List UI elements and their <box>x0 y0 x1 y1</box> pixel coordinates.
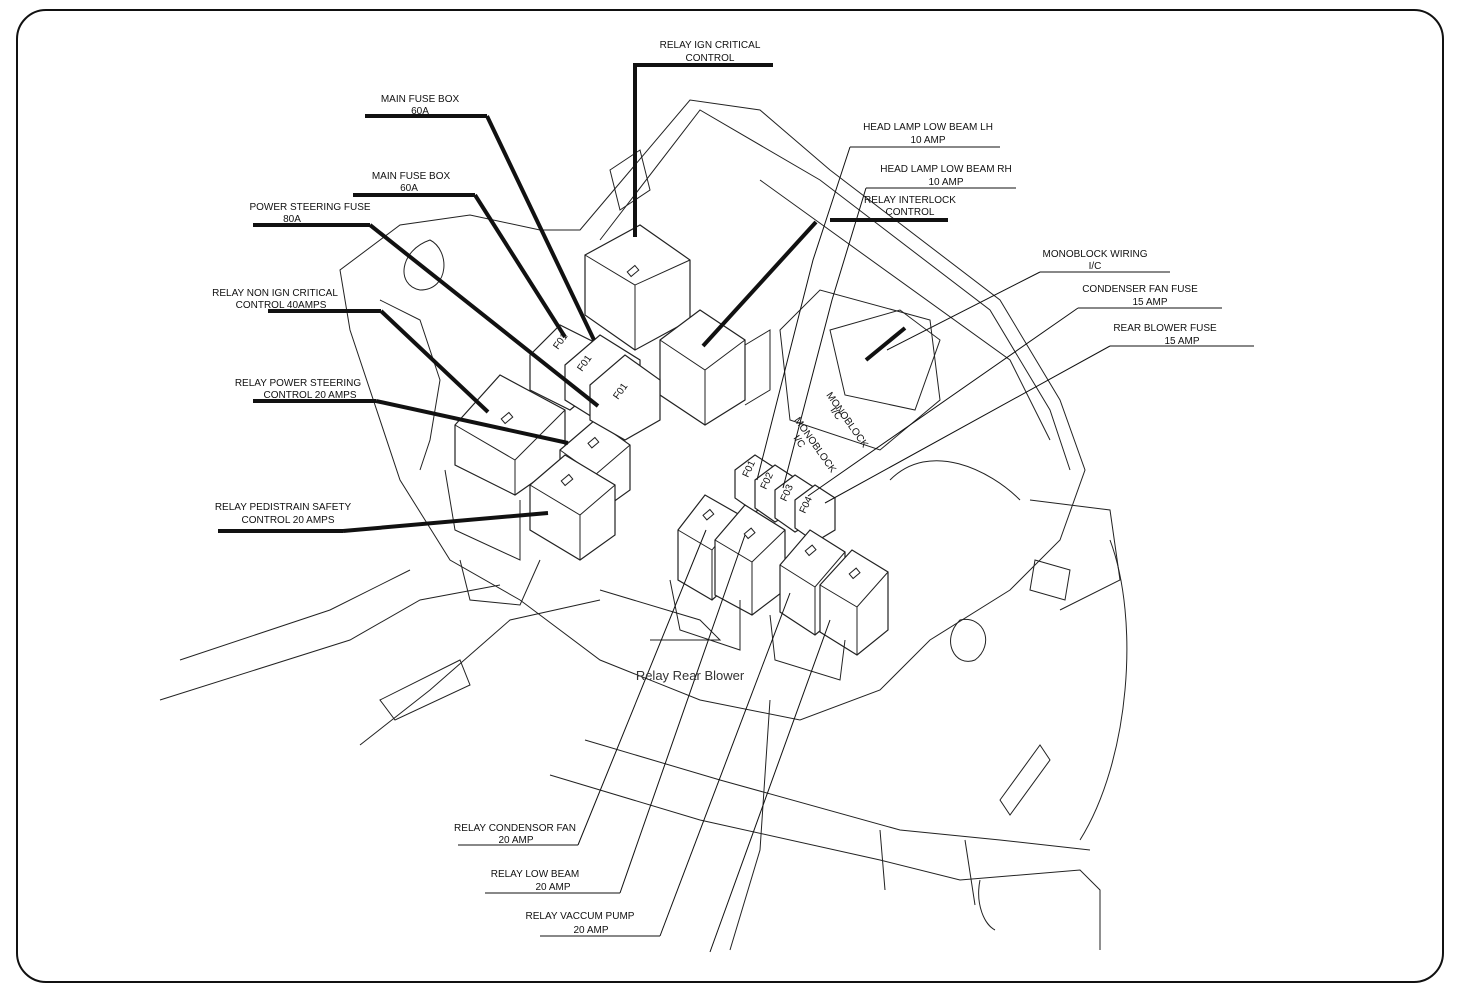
svg-text:60A: 60A <box>400 183 418 194</box>
label-relay-pedistrain: RELAY PEDISTRAIN SAFETY CONTROL 20 AMPS <box>215 502 352 526</box>
label-relay-low-beam: RELAY LOW BEAM 20 AMP <box>491 869 580 893</box>
svg-text:RELAY CONDENSOR FAN: RELAY CONDENSOR FAN <box>454 823 576 834</box>
svg-text:CONTROL 40AMPS: CONTROL 40AMPS <box>236 300 327 311</box>
label-relay-vaccum-pump: RELAY VACCUM PUMP 20 AMP <box>526 911 635 936</box>
label-main-fuse-box-2: MAIN FUSE BOX 60A <box>372 171 451 194</box>
label-relay-ign-critical: RELAY IGN CRITICAL CONTROL <box>660 40 761 64</box>
svg-text:MONOBLOCK WIRING: MONOBLOCK WIRING <box>1042 249 1147 260</box>
svg-text:RELAY IGN CRITICAL: RELAY IGN CRITICAL <box>660 40 761 51</box>
label-head-lamp-lh: HEAD LAMP LOW BEAM LH 10 AMP <box>863 122 993 146</box>
label-relay-interlock: RELAY INTERLOCK CONTROL <box>864 195 956 218</box>
drawing-frame <box>16 9 1444 983</box>
relay-rear-blower <box>819 549 889 656</box>
svg-text:MAIN FUSE BOX: MAIN FUSE BOX <box>372 171 451 182</box>
svg-text:REAR BLOWER FUSE: REAR BLOWER FUSE <box>1113 323 1217 334</box>
leader-lines <box>218 63 1254 953</box>
relay-pedistrain-safety <box>529 454 616 561</box>
fuse-block-f01 <box>529 324 661 441</box>
svg-text:MAIN FUSE BOX: MAIN FUSE BOX <box>381 94 460 105</box>
label-relay-non-ign: RELAY NON IGN CRITICAL CONTROL 40AMPS <box>212 288 338 311</box>
label-monoblock-wiring: MONOBLOCK WIRING I/C <box>1042 249 1147 272</box>
svg-text:10 AMP: 10 AMP <box>928 177 963 188</box>
svg-text:RELAY LOW BEAM: RELAY LOW BEAM <box>491 869 580 880</box>
svg-text:RELAY PEDISTRAIN SAFETY: RELAY PEDISTRAIN SAFETY <box>215 502 352 513</box>
svg-text:20 AMP: 20 AMP <box>573 925 608 936</box>
label-condenser-fan-fuse: CONDENSER FAN FUSE 15 AMP <box>1082 284 1198 308</box>
svg-text:15 AMP: 15 AMP <box>1164 336 1199 347</box>
svg-text:HEAD LAMP LOW BEAM LH: HEAD LAMP LOW BEAM LH <box>863 122 993 133</box>
svg-text:RELAY POWER STEERING: RELAY POWER STEERING <box>235 378 362 389</box>
mini-fuse-row <box>734 454 836 543</box>
svg-text:CONDENSER FAN FUSE: CONDENSER FAN FUSE <box>1082 284 1198 295</box>
label-main-fuse-box-1: MAIN FUSE BOX 60A <box>381 94 460 117</box>
relay-interlock <box>659 309 771 426</box>
svg-text:20 AMP: 20 AMP <box>535 882 570 893</box>
svg-text:RELAY INTERLOCK: RELAY INTERLOCK <box>864 195 956 206</box>
svg-text:CONTROL 20 AMPS: CONTROL 20 AMPS <box>264 390 357 401</box>
svg-text:15 AMP: 15 AMP <box>1132 297 1167 308</box>
svg-text:80A: 80A <box>283 214 301 225</box>
svg-text:20 AMP: 20 AMP <box>498 835 533 846</box>
label-relay-rear-blower: Relay Rear Blower <box>636 668 745 683</box>
svg-text:CONTROL: CONTROL <box>686 53 735 64</box>
svg-text:RELAY NON IGN CRITICAL: RELAY NON IGN CRITICAL <box>212 288 338 299</box>
svg-text:HEAD LAMP LOW BEAM RH: HEAD LAMP LOW BEAM RH <box>880 164 1012 175</box>
svg-text:RELAY VACCUM PUMP: RELAY VACCUM PUMP <box>526 911 635 922</box>
svg-text:60A: 60A <box>411 106 429 117</box>
label-power-steering-fuse: POWER STEERING FUSE 80A <box>249 202 370 225</box>
label-relay-condensor-fan: RELAY CONDENSOR FAN 20 AMP <box>454 823 576 846</box>
label-rear-blower-fuse: REAR BLOWER FUSE 15 AMP <box>1113 323 1217 347</box>
svg-text:10 AMP: 10 AMP <box>910 135 945 146</box>
mark-monoblock-a: MONOBLOCK <box>824 390 870 450</box>
svg-text:CONTROL 20 AMPS: CONTROL 20 AMPS <box>242 515 335 526</box>
svg-text:CONTROL: CONTROL <box>886 207 935 218</box>
label-relay-power-steering: RELAY POWER STEERING CONTROL 20 AMPS <box>235 378 362 401</box>
svg-text:I/C: I/C <box>1089 261 1102 272</box>
svg-text:POWER STEERING FUSE: POWER STEERING FUSE <box>249 202 370 213</box>
label-head-lamp-rh: HEAD LAMP LOW BEAM RH 10 AMP <box>880 164 1012 188</box>
